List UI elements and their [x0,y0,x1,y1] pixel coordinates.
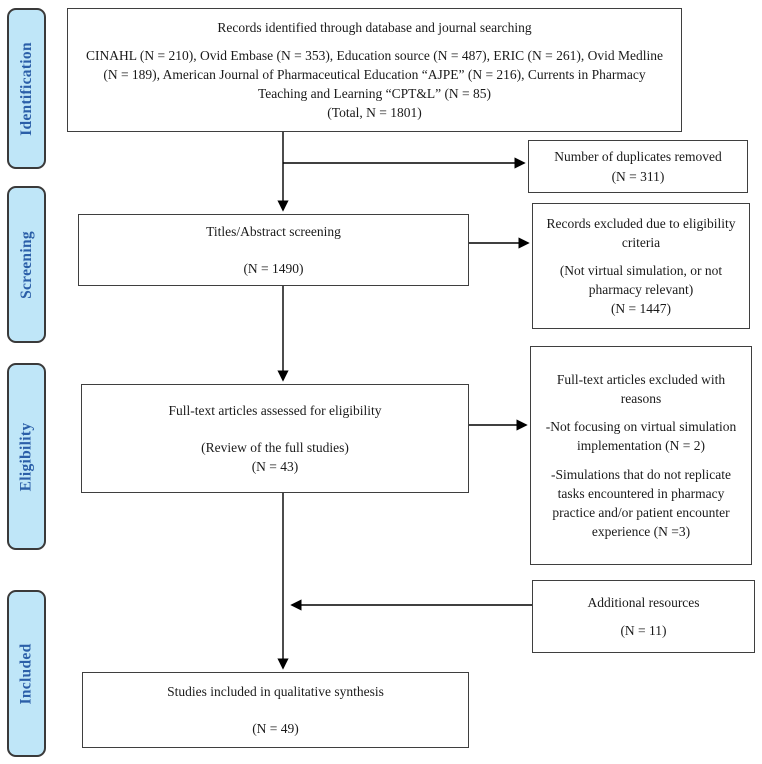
screening-title: Titles/Abstract screening [206,223,341,239]
fulltext-title: Full-text articles assessed for eligibil… [168,402,382,418]
records-detail: CINAHL (N = 210), Ovid Embase (N = 353),… [86,47,663,102]
stage-included-label: Included [17,643,35,704]
stage-screening-label: Screening [17,230,35,299]
records-title: Records identified through database and … [217,19,532,35]
duplicates-title: Number of duplicates removed [554,149,722,165]
stage-eligibility-label: Eligibility [17,422,35,491]
excluded-screening-reason: (Not virtual simulation, or not pharmacy… [559,262,723,298]
box-fulltext-assessed: Full-text articles assessed for eligibil… [81,384,469,493]
box-duplicates-removed: Number of duplicates removed (N = 311) [528,140,748,193]
stage-eligibility: Eligibility [7,363,46,550]
excluded-fulltext-reason-2: -Simulations that do not replicate tasks… [551,466,731,539]
screening-count: (N = 1490) [243,261,304,276]
included-count: (N = 49) [252,721,299,736]
stage-included: Included [7,590,46,757]
stage-identification-label: Identification [17,41,35,136]
fulltext-count: (N = 43) [251,459,299,475]
additional-title: Additional resources [587,594,700,610]
additional-count: (N = 11) [620,623,667,638]
stage-identification: Identification [7,8,46,169]
duplicates-count: (N = 311) [611,168,665,184]
excluded-screening-count: (N = 1447) [610,301,672,317]
box-studies-included: Studies included in qualitative synthesi… [82,672,469,748]
box-title-abstract-screening: Titles/Abstract screening (N = 1490) [78,214,469,286]
excluded-fulltext-reason-1: -Not focusing on virtual simulation impl… [545,419,737,454]
records-total: (Total, N = 1801) [327,105,422,121]
excluded-fulltext-title: Full-text articles excluded with reasons [556,371,726,407]
box-fulltext-excluded: Full-text articles excluded with reasons… [530,346,752,565]
box-records-excluded: Records excluded due to eligibility crit… [532,203,750,329]
box-additional-resources: Additional resources (N = 11) [532,580,755,653]
excluded-screening-title: Records excluded due to eligibility crit… [546,215,736,250]
included-title: Studies included in qualitative synthesi… [167,683,384,699]
fulltext-subtitle: (Review of the full studies) [201,439,349,455]
stage-screening: Screening [7,186,46,343]
box-records-identified: Records identified through database and … [67,8,682,132]
